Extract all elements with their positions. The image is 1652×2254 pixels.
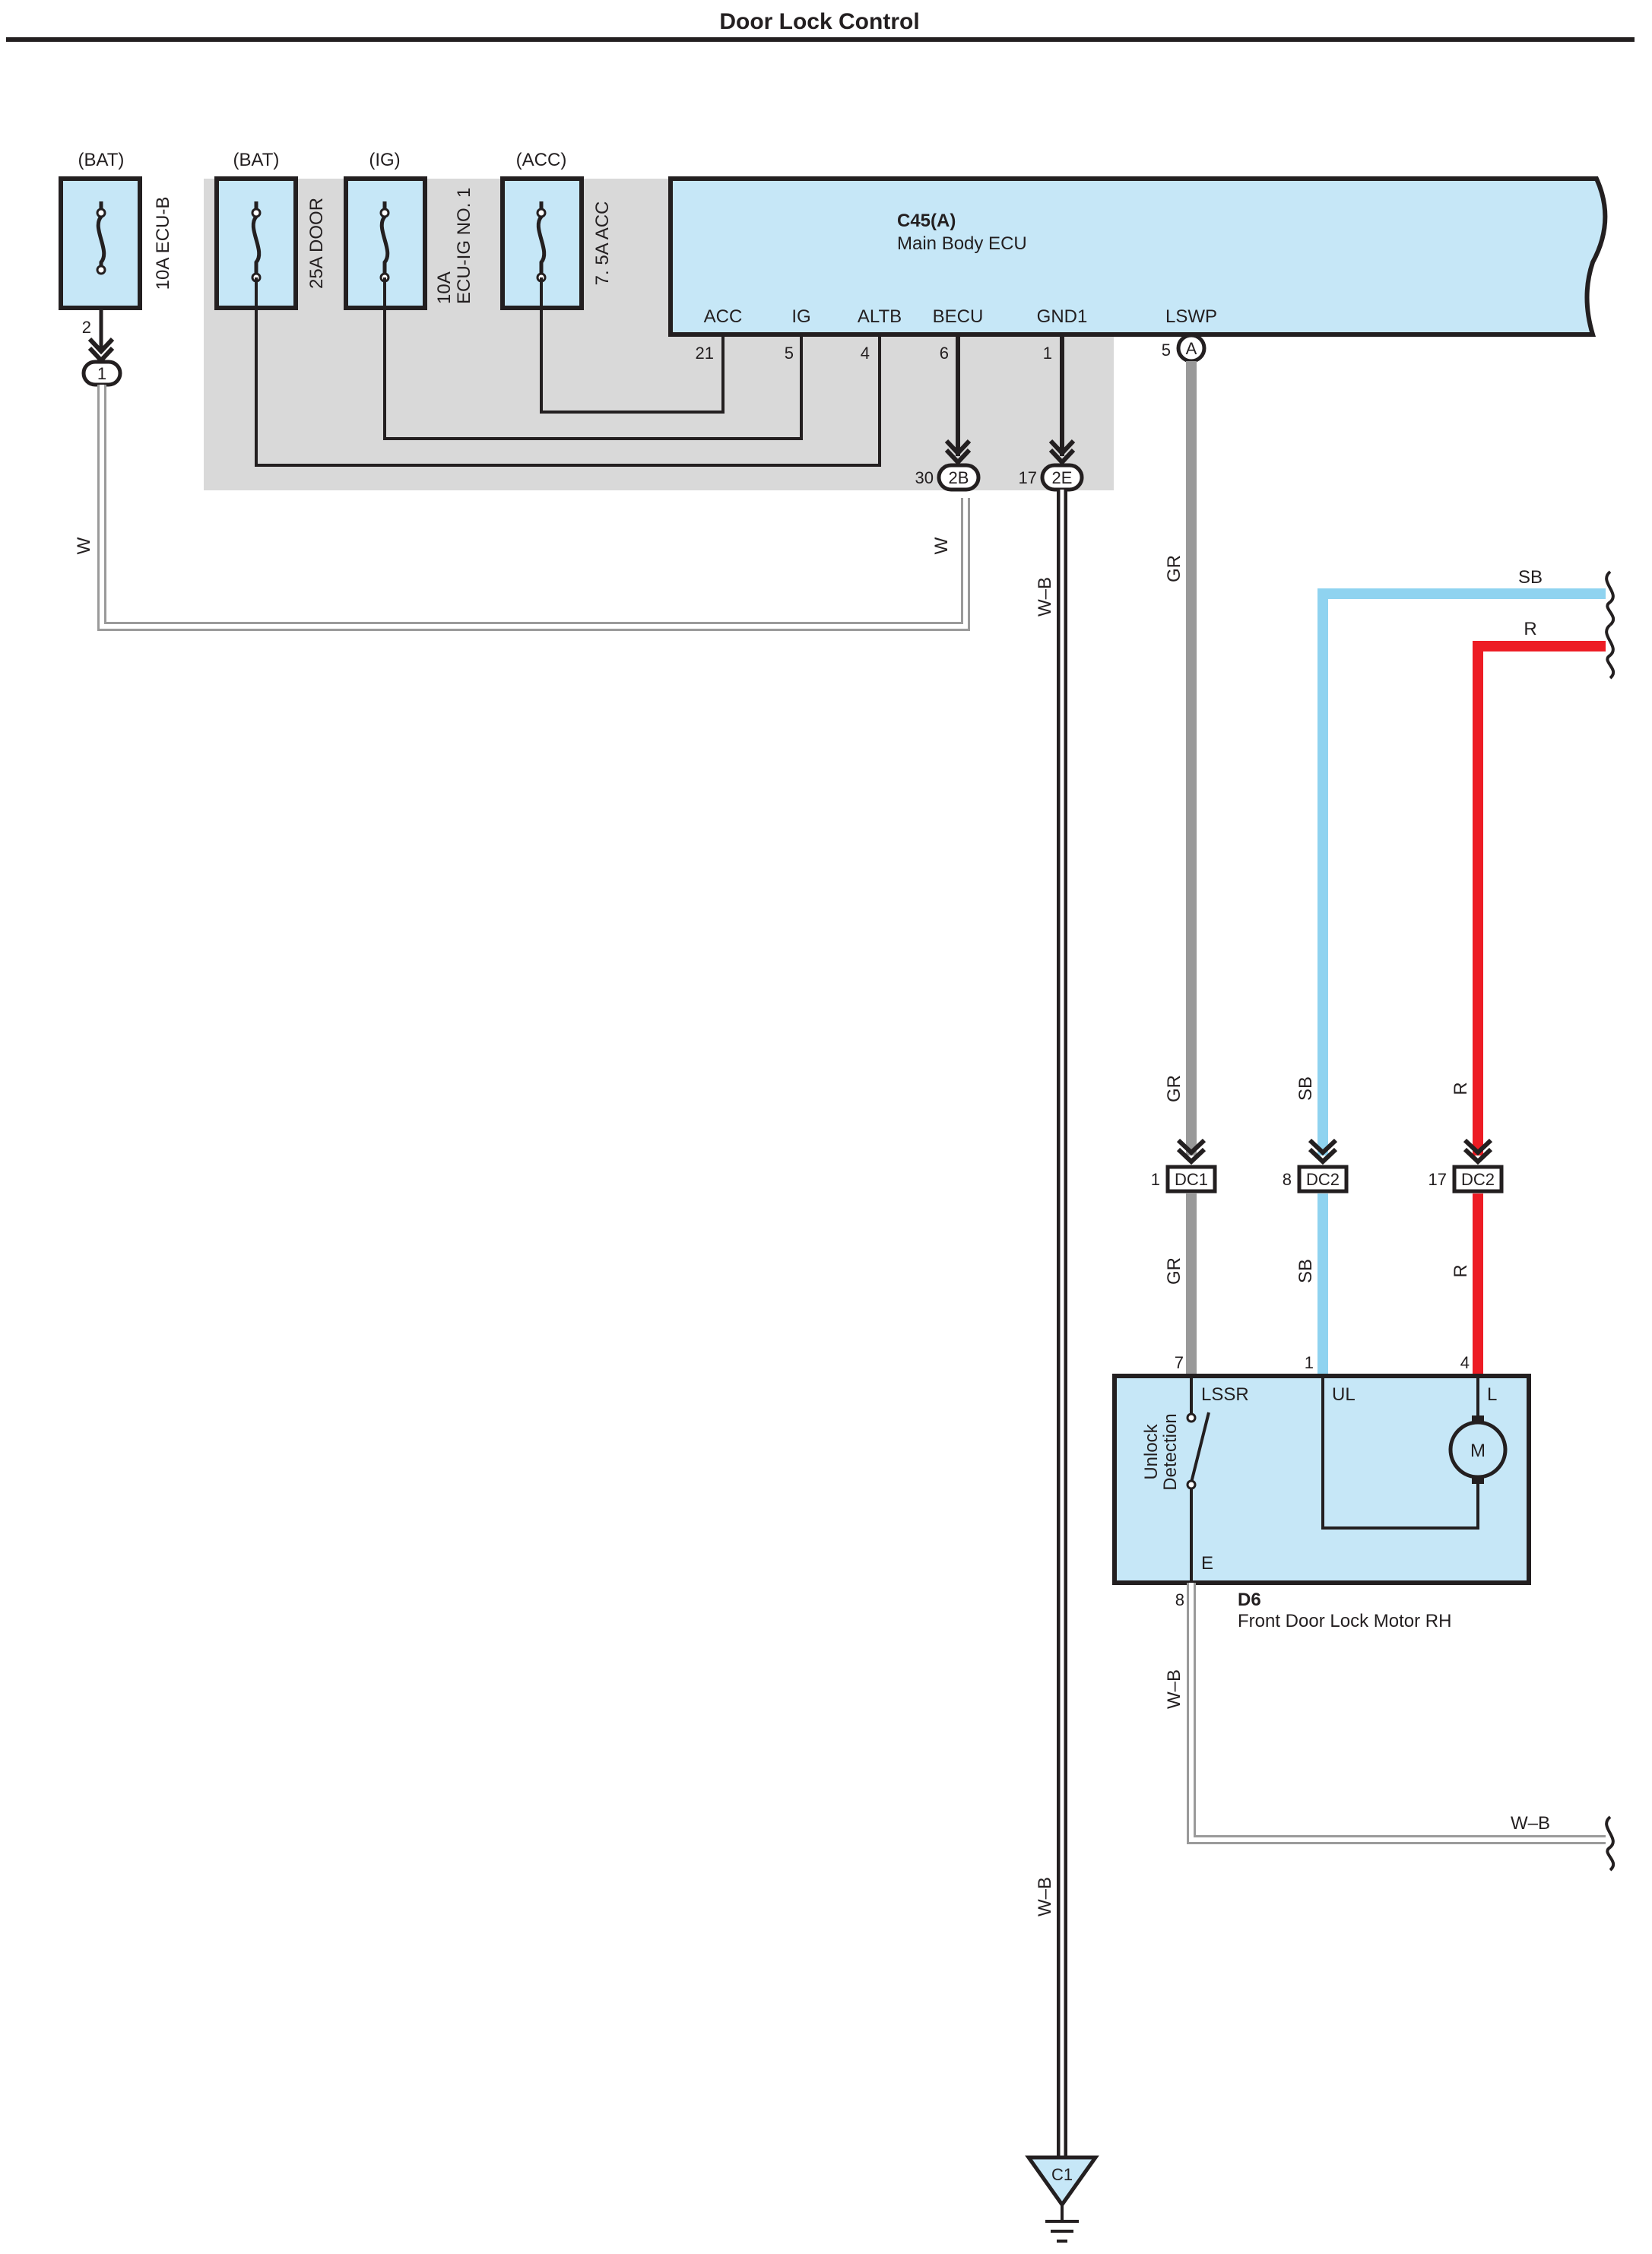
fuse-name-line1: 10A: [434, 271, 455, 304]
ecu-code: C45(A): [897, 211, 956, 231]
fuse-name-line2: ECU-IG NO. 1: [454, 188, 474, 304]
connector-dc2-pin17: DC2 17: [1428, 1138, 1504, 1194]
ecu-pin-num-acc: 21: [696, 344, 714, 363]
wire-label-wb-upper: W–B: [1035, 577, 1055, 617]
wire-label-gr-2: GR: [1164, 1075, 1184, 1102]
ecu-pin-num-gnd1: 1: [1043, 344, 1052, 363]
connector-pin: 1: [1151, 1170, 1160, 1189]
main-body-ecu-box: [668, 176, 1608, 337]
wire-label-w-left: W: [74, 537, 94, 554]
ecu-pin-label-gnd1: GND1: [1037, 306, 1088, 327]
motor-icon: [1448, 1420, 1508, 1479]
wire-label-sb-top: SB: [1518, 567, 1543, 588]
wire-label-r-top: R: [1524, 619, 1536, 639]
ecu-pin-num-ig: 5: [785, 344, 794, 363]
wire-label-sb-3: SB: [1295, 1259, 1316, 1283]
motor-pin-num-1: 1: [1305, 1353, 1314, 1372]
motor-pin-label-e: E: [1201, 1553, 1213, 1574]
connector-arrow-icon: [87, 337, 115, 355]
wire-label-wb-right: W–B: [1511, 1813, 1550, 1834]
ecu-pin-label-acc: ACC: [704, 306, 743, 327]
ecu-pin-num-altb: 4: [861, 344, 870, 363]
wire-label-gr-1: GR: [1164, 555, 1184, 582]
connector-pin: 17: [1428, 1170, 1447, 1189]
ground-c1: [1025, 2155, 1099, 2208]
ecu-name: Main Body ECU: [897, 233, 1027, 254]
unlock-detection-switch: [1190, 1376, 1210, 1583]
fuse-name: 10A ECU-B: [153, 197, 173, 290]
motor-pin-num-4: 4: [1460, 1353, 1470, 1372]
fuse-10a-ecu-b: (BAT) 10A ECU-B: [59, 150, 173, 310]
connector-dc1: DC1 1: [1151, 1138, 1217, 1194]
motor-name: Front Door Lock Motor RH: [1238, 1611, 1451, 1631]
ecu-pin-label-becu: BECU: [933, 306, 984, 327]
ecu-pin-label-ig: IG: [791, 306, 810, 327]
fuse-source-label: (ACC): [516, 150, 567, 170]
motor-pin-num-7: 7: [1175, 1353, 1184, 1372]
motor-symbol: M: [1470, 1441, 1486, 1461]
connector-arrow-icon: [1048, 439, 1076, 457]
wire-wb-motor: [1187, 1583, 1606, 1844]
connector-id: DC1: [1175, 1170, 1208, 1189]
ecu-pin-label-altb: ALTB: [858, 306, 902, 327]
motor-pin-label-ul: UL: [1332, 1384, 1356, 1405]
junction-2e-pin: 17: [1019, 468, 1037, 487]
ecu-connector-a-label: A: [1186, 339, 1197, 358]
junction-2b-id: 2B: [949, 468, 969, 487]
motor-pin-label-l: L: [1487, 1384, 1497, 1405]
wire-label-w-right: W: [931, 537, 952, 554]
wire-label-wb-lower: W–B: [1035, 1877, 1055, 1916]
motor-code: D6: [1238, 1590, 1261, 1610]
ground-c1-label: C1: [1051, 2165, 1073, 2184]
wire-label-r-3: R: [1451, 1264, 1471, 1277]
junction-2e-id: 2E: [1052, 468, 1073, 487]
wire-w: [97, 385, 970, 631]
wire-label-sb-2: SB: [1295, 1076, 1316, 1101]
fuse-7-5a-acc: (ACC) 7. 5A ACC: [500, 150, 613, 310]
junction-2b: [937, 463, 981, 492]
connector-id: DC2: [1461, 1170, 1495, 1189]
switch-label-line1: Unlock: [1141, 1423, 1162, 1479]
fuse-source-label: (BAT): [78, 150, 125, 170]
motor-pin-label-lssr: LSSR: [1201, 1384, 1249, 1405]
motor-pin-num-8: 8: [1175, 1590, 1184, 1609]
fuse-source-label: (BAT): [233, 150, 280, 170]
wire-label-r-2: R: [1451, 1082, 1471, 1095]
wire-label-gr-3: GR: [1164, 1257, 1184, 1285]
fuse-source-label: (IG): [369, 150, 400, 170]
wire-break-icon: [1605, 570, 1616, 626]
fuse-ecu-b-pin: 2: [82, 318, 91, 337]
ecu-pin-num-lswp: 5: [1162, 341, 1171, 360]
fuse-name: 7. 5A ACC: [592, 201, 613, 286]
wire-break-icon: [1605, 1815, 1616, 1872]
switch-label-line2: Detection: [1160, 1413, 1181, 1490]
fuse-name: 25A DOOR: [306, 198, 327, 289]
junction-1-pin: 1: [97, 364, 106, 383]
diagram-title: Door Lock Control: [719, 9, 919, 34]
wire-sb: [1317, 588, 1606, 1156]
connector-arrow-icon: [944, 439, 972, 457]
connector-dc2-pin8: DC2 8: [1283, 1138, 1349, 1194]
junction-2b-pin: 30: [915, 468, 934, 487]
wire-label-wb-motor: W–B: [1164, 1669, 1184, 1709]
fuse-25a-door: (BAT) 25A DOOR: [214, 150, 327, 310]
fuse-10a-ecu-ig-no1: (IG) 10A ECU-IG NO. 1: [344, 150, 474, 310]
ecu-pin-label-lswp: LSWP: [1165, 306, 1217, 327]
internal-wires: [255, 277, 881, 467]
wire-break-icon: [1605, 623, 1616, 680]
ecu-pin-num-becu: 6: [940, 344, 949, 363]
motor-internal-wire: [1321, 1376, 1479, 1530]
connector-id: DC2: [1306, 1170, 1340, 1189]
connector-pin: 8: [1283, 1170, 1292, 1189]
wire-r: [1473, 641, 1606, 1156]
